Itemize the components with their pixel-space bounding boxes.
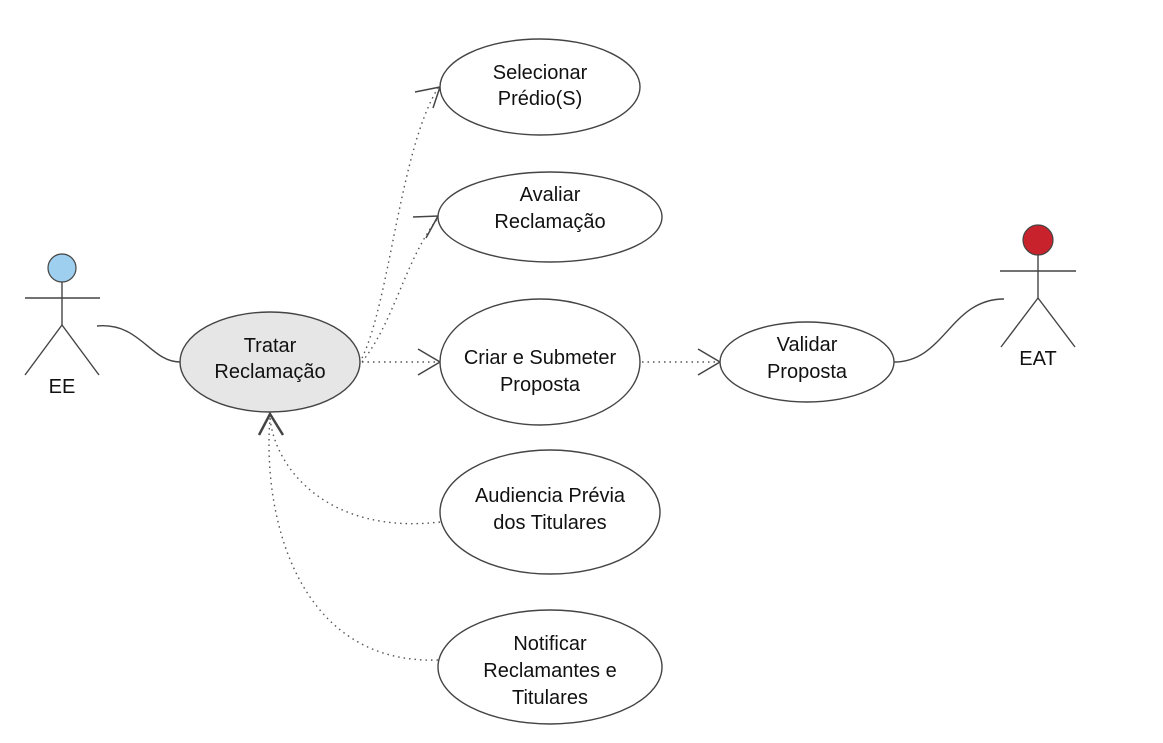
dependency-tratar-selecionar: [361, 87, 439, 359]
actor-head-icon: [1022, 224, 1054, 256]
arrowhead-tratar: [257, 411, 285, 436]
dependency-audiencia-tratar: [269, 417, 441, 525]
use-case-label-line: Prédio(S): [498, 88, 582, 110]
use-case-validar-proposta[interactable]: Validar Proposta: [719, 321, 895, 403]
association-ee-tratar: [96, 325, 181, 363]
arrowhead-selecionar: [414, 86, 442, 109]
use-case-label-line: Reclamantes e: [483, 660, 616, 682]
use-case-label-line: Reclamação: [494, 211, 605, 233]
use-case-avaliar-reclamacao[interactable]: Avaliar Reclamação: [437, 171, 663, 263]
actor-head-icon: [47, 253, 77, 283]
arrowhead-avaliar: [412, 215, 440, 239]
use-case-ellipse: [439, 298, 641, 426]
use-case-ellipse: [719, 321, 895, 403]
use-case-label-line: Titulares: [512, 687, 588, 709]
use-case-ellipse: [437, 609, 663, 725]
dependency-notificar-tratar: [268, 417, 439, 661]
use-case-label-line: Validar: [777, 334, 838, 356]
actor-label: EE: [49, 376, 76, 398]
use-case-label-line: Proposta: [767, 361, 848, 383]
use-case-ellipse: [439, 38, 641, 136]
use-case-label-line: Selecionar: [493, 62, 588, 84]
actor-eat[interactable]: EAT: [1000, 224, 1076, 370]
use-case-ellipse: [179, 311, 361, 413]
use-case-tratar-reclamacao[interactable]: Tratar Reclamação: [179, 311, 361, 413]
use-case-label-line: Tratar: [244, 335, 297, 357]
actor-legs: [1000, 296, 1076, 348]
association-eat-validar: [893, 298, 1005, 363]
use-case-label-line: dos Titulares: [493, 512, 606, 534]
use-case-ellipse: [437, 171, 663, 263]
use-case-label-line: Audiencia Prévia: [475, 485, 626, 507]
use-case-ellipse: [439, 449, 661, 575]
use-case-label-line: Reclamação: [214, 361, 325, 383]
use-case-notificar[interactable]: Notificar Reclamantes e Titulares: [437, 609, 663, 725]
use-case-label-line: Criar e Submeter: [464, 347, 617, 369]
use-case-selecionar-predio[interactable]: Selecionar Prédio(S): [439, 38, 641, 136]
use-case-label-line: Proposta: [500, 374, 581, 396]
actor-ee[interactable]: EE: [24, 253, 100, 398]
dependency-tratar-avaliar: [361, 217, 439, 363]
use-case-label-line: Avaliar: [520, 184, 581, 206]
actor-label: EAT: [1019, 348, 1056, 370]
use-case-label-line: Notificar: [513, 633, 587, 655]
use-case-criar-submeter-proposta[interactable]: Criar e Submeter Proposta: [439, 298, 641, 426]
actor-legs: [24, 323, 100, 376]
use-case-audiencia-previa[interactable]: Audiencia Prévia dos Titulares: [439, 449, 661, 575]
